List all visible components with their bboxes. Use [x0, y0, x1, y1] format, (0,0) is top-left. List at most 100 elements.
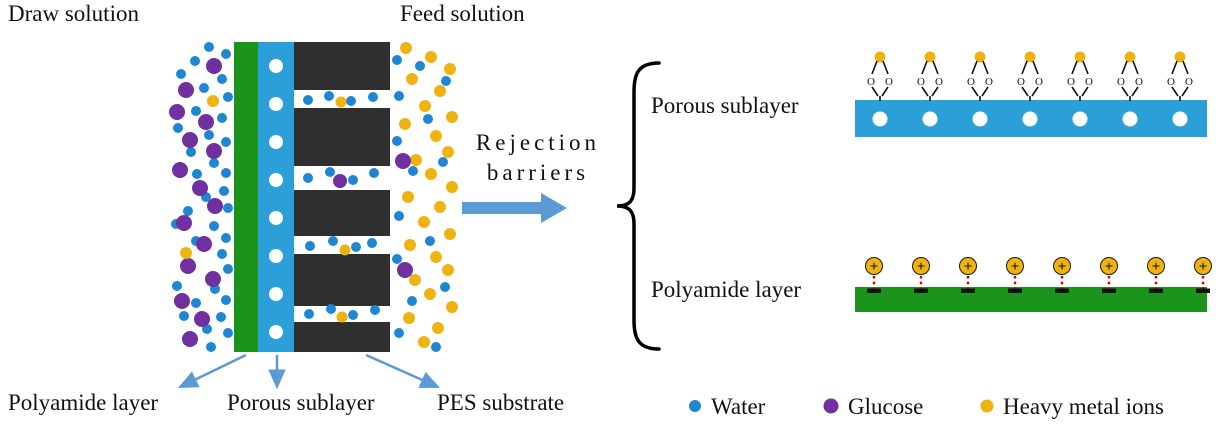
heavy-metal-dot: [418, 216, 430, 228]
oxygen-label: O: [1085, 76, 1093, 88]
metal-ion-plus: [1006, 257, 1024, 275]
pore-dot: [1022, 111, 1038, 127]
polyamide-pointer-arrow: [178, 353, 247, 389]
water-dot: [368, 92, 378, 102]
water-dot: [351, 242, 361, 252]
charge-repulsion-unit: +: [865, 257, 883, 293]
metal-ion-dot: [924, 51, 936, 63]
water-dot: [223, 264, 233, 274]
bond-lines: [1121, 60, 1139, 101]
porous-sublayer-label: Porous sublayer: [227, 390, 375, 415]
water-dot: [392, 136, 402, 146]
water-dot: [431, 342, 441, 352]
polyamide-layer-right-label: Polyamide layer: [651, 277, 801, 302]
negative-charge-dash: [961, 288, 975, 293]
polyamide-layer-barrier: Polyamide layer + + + +: [651, 257, 1212, 312]
porous-sublayer-barrier: Porous sublayer O O O O O O: [651, 51, 1207, 137]
pore-dot: [269, 97, 283, 111]
glucose-dot: [196, 236, 212, 252]
plus-sign: +: [1152, 259, 1161, 275]
glucose-dot: [395, 153, 411, 169]
oxygen-label: O: [1135, 76, 1143, 88]
heavy-metal-dot: [446, 181, 458, 193]
pore-dot: [269, 173, 283, 187]
water-dot: [221, 233, 231, 243]
charge-repulsion-unit: +: [1006, 257, 1024, 293]
polyamide-layer-label: Polyamide layer: [8, 390, 158, 415]
plus-sign: +: [1199, 259, 1208, 275]
water-dot: [217, 113, 227, 123]
metal-ion-dot: [874, 51, 886, 63]
polyamide-layer-strip: [234, 42, 258, 352]
layer-pointer-arrows: [178, 353, 440, 390]
porous-bar-pores: [872, 111, 1188, 127]
glucose-dot: [169, 104, 185, 120]
oxygen-label: O: [1167, 76, 1175, 88]
metal-ion-plus: [865, 257, 883, 275]
oxygen-label: O: [867, 76, 875, 88]
negative-charge-dash: [867, 288, 881, 293]
glucose-dot: [182, 132, 198, 148]
heavy-metal-dot: [180, 247, 192, 259]
heavy-metal-dot: [419, 100, 431, 112]
rejection-arrow: [462, 193, 567, 223]
water-dot: [367, 238, 377, 248]
heavy-metal-dot: [430, 251, 442, 263]
water-dot: [204, 42, 214, 52]
oxygen-label: O: [935, 76, 943, 88]
pore-dot: [269, 135, 283, 149]
pore-dot: [269, 287, 283, 301]
plus-sign: +: [964, 259, 973, 275]
water-dot: [408, 166, 418, 176]
water-dot: [348, 175, 358, 185]
heavy-metal-dot: [434, 85, 446, 97]
heavy-metal-dot: [409, 274, 421, 286]
heavy-metal-dot: [410, 154, 422, 166]
rejection-barriers-line1: Rejection: [476, 130, 600, 155]
water-dot: [394, 211, 404, 221]
draw-solution-particles: [169, 42, 233, 352]
glucose-dot: [206, 58, 222, 74]
water-dot: [179, 311, 189, 321]
negative-charge-dash: [1102, 288, 1116, 293]
water-dot: [183, 206, 193, 216]
heavy-metal-dot: [335, 96, 347, 108]
water-dot: [186, 147, 196, 157]
heavy-metal-dot: [442, 146, 454, 158]
water-dot: [173, 123, 183, 133]
water-dot: [209, 158, 219, 168]
glucose-dot: [174, 293, 190, 309]
water-dot: [348, 310, 358, 320]
glucose-legend-label: Glucose: [848, 394, 923, 419]
water-dot: [190, 56, 200, 66]
polyamide-layer-bar: [855, 287, 1207, 312]
bond-lines: [1171, 60, 1189, 101]
pore-dot: [1172, 111, 1188, 127]
pes-substrate-label: PES substrate: [437, 390, 564, 415]
heavy-metal-dot: [418, 336, 430, 348]
negative-charge-dash: [1055, 288, 1069, 293]
feed-solution-label: Feed solution: [400, 1, 525, 26]
glucose-dot: [397, 262, 413, 278]
water-dot: [369, 168, 379, 178]
glucose-dot: [198, 114, 214, 130]
glucose-dot: [182, 331, 198, 347]
charge-repulsion-unit: +: [912, 257, 930, 293]
water-dot: [392, 254, 402, 264]
plus-sign: +: [1011, 259, 1020, 275]
water-dot: [325, 167, 335, 177]
water-dot: [394, 91, 404, 101]
pore-dot: [1122, 111, 1138, 127]
negative-charge-dash: [1008, 288, 1022, 293]
water-dot: [192, 169, 202, 179]
grouping-brace: [616, 61, 661, 351]
water-dot: [209, 221, 219, 231]
pore-dot: [1072, 111, 1088, 127]
rejection-barriers-line2: barriers: [487, 160, 589, 185]
charge-repulsion-unit: +: [1053, 257, 1071, 293]
plus-sign: +: [1105, 259, 1114, 275]
pore-dot: [269, 211, 283, 225]
metal-ion-plus: [1147, 257, 1165, 275]
chelation-unit: O O: [1117, 51, 1143, 101]
